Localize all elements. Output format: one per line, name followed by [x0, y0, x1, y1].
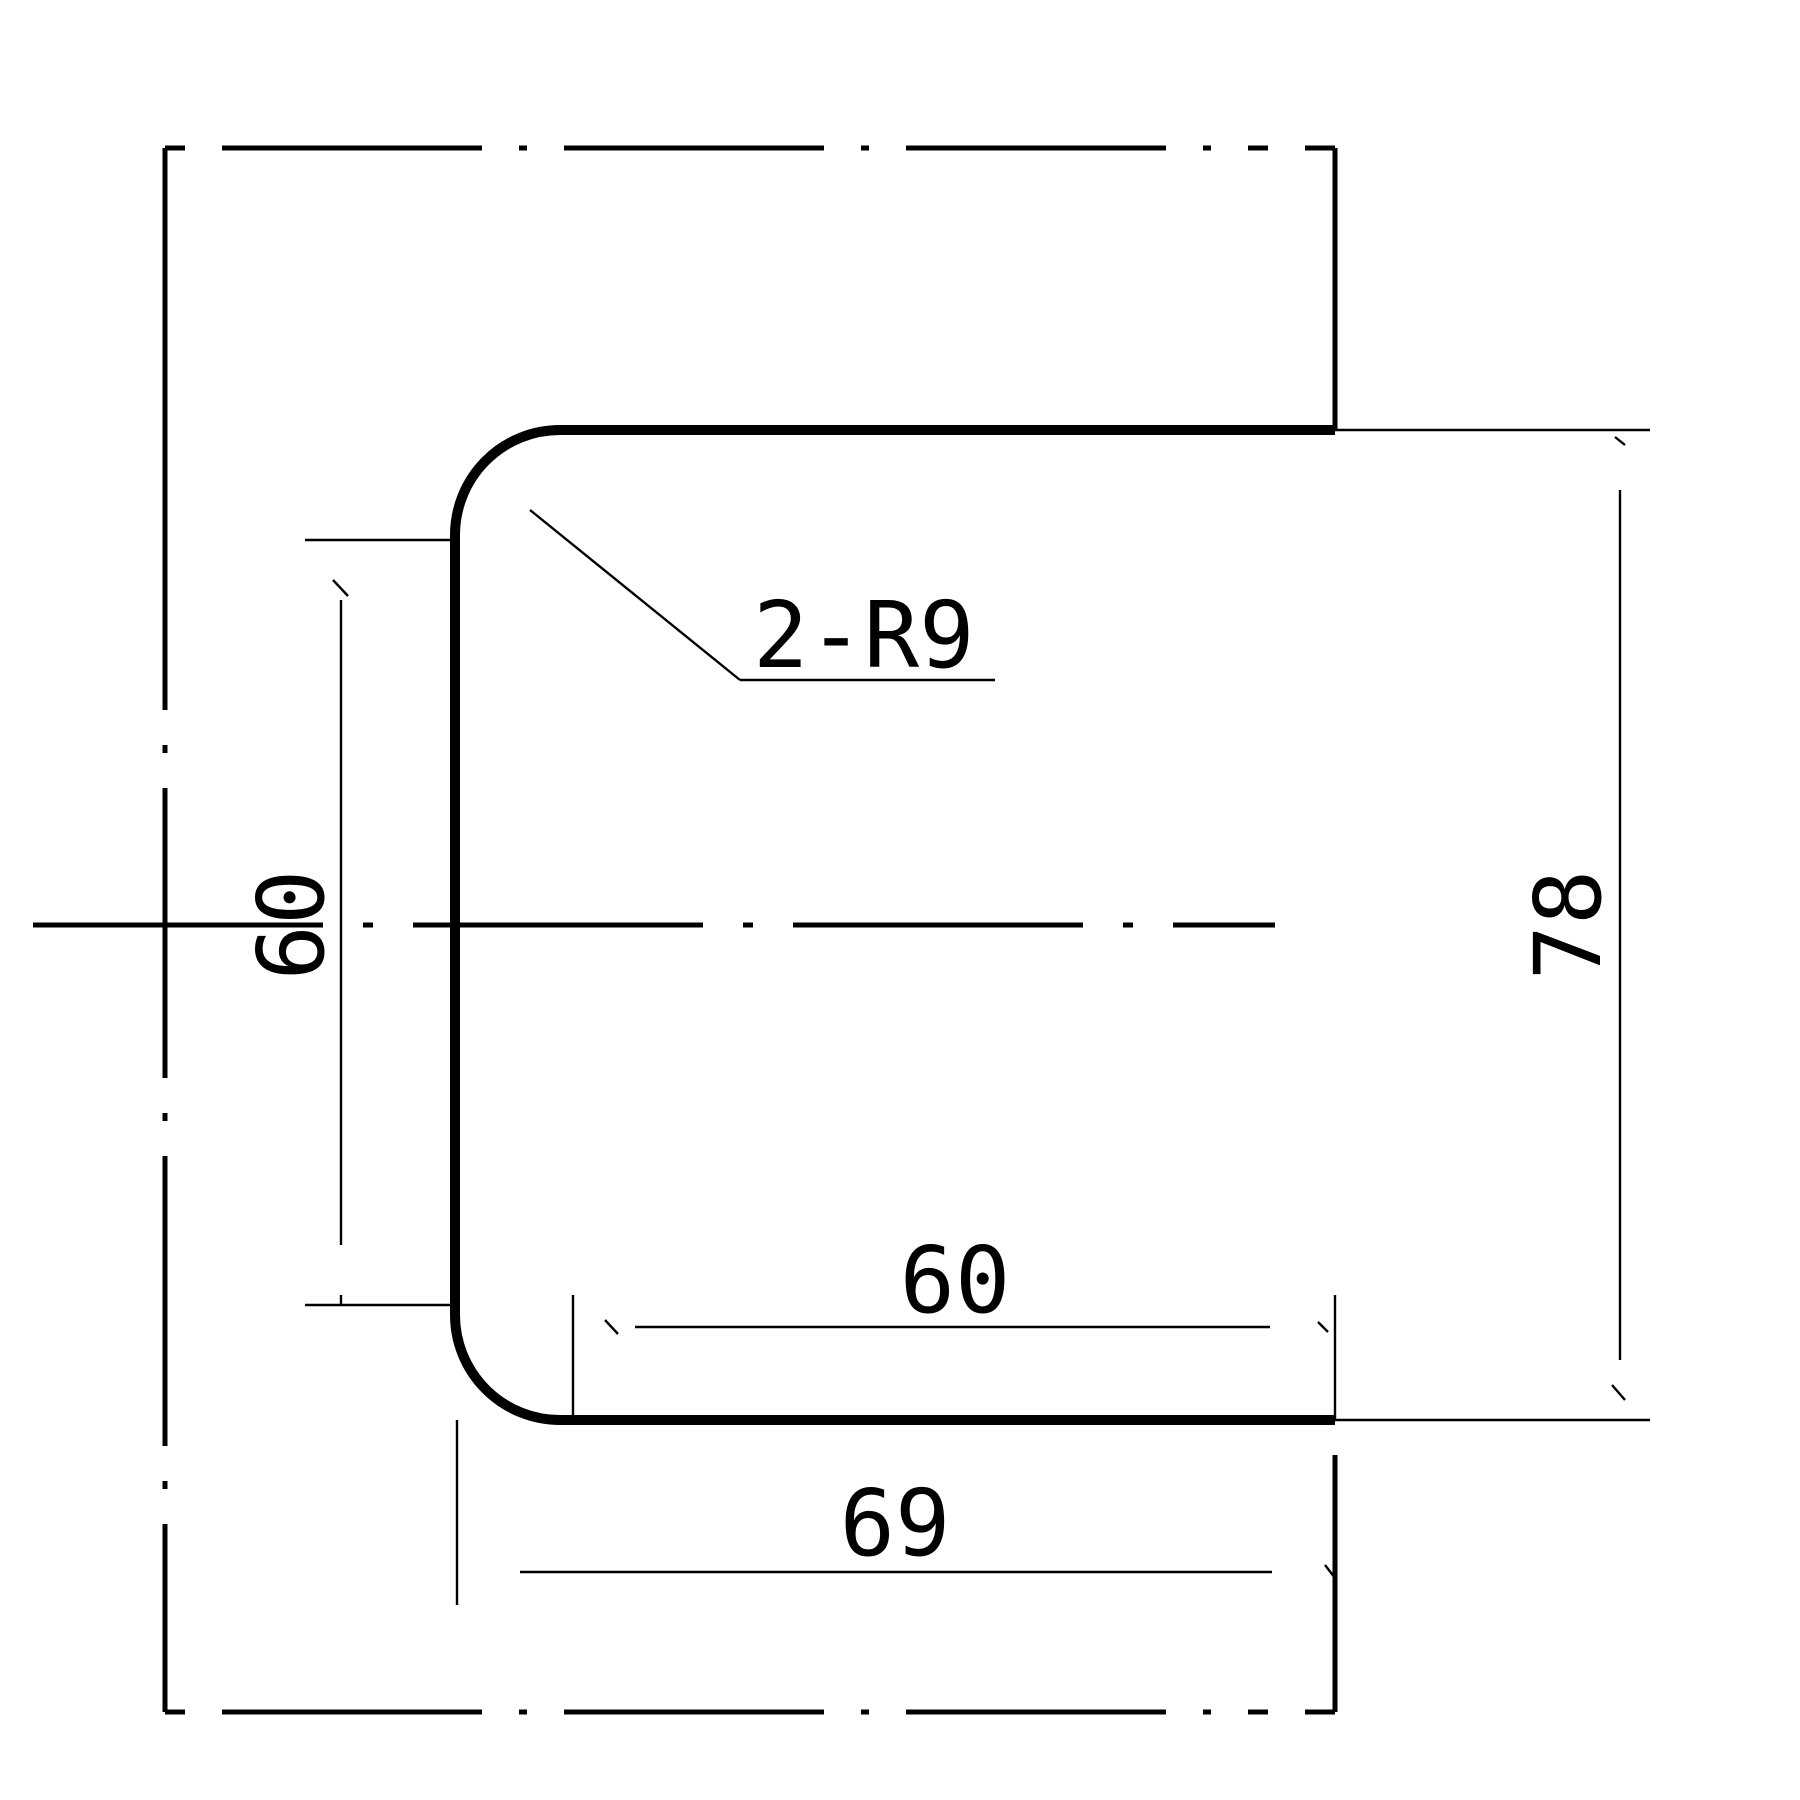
right-dim-tick-top	[1614, 436, 1626, 446]
top-width-tick-right	[1317, 1321, 1329, 1333]
left-height-dimension: 60	[237, 538, 455, 1307]
right-height-label: 78	[1515, 870, 1622, 981]
radius-label: 2-R9	[753, 582, 975, 689]
centerline	[33, 880, 1275, 960]
top-width-label: 60	[900, 1227, 1011, 1334]
left-dim-tick-top	[332, 579, 349, 597]
top-width-dimension: 60	[571, 1226, 1337, 1420]
phantom-outline	[162, 145, 1338, 1715]
overall-width-tick-right	[1324, 1564, 1336, 1579]
overall-width-label: 69	[840, 1470, 951, 1577]
right-height-dimension: 78	[1335, 428, 1650, 1422]
left-height-label: 60	[238, 870, 345, 981]
radius-callout: 2-R9	[529, 509, 995, 690]
right-dim-tick-bottom	[1611, 1384, 1626, 1401]
c-profile-outline	[450, 425, 1335, 1425]
top-width-tick-left	[604, 1319, 619, 1335]
overall-width-dimension: 69	[455, 1420, 1336, 1605]
radius-leader-line	[529, 509, 741, 681]
